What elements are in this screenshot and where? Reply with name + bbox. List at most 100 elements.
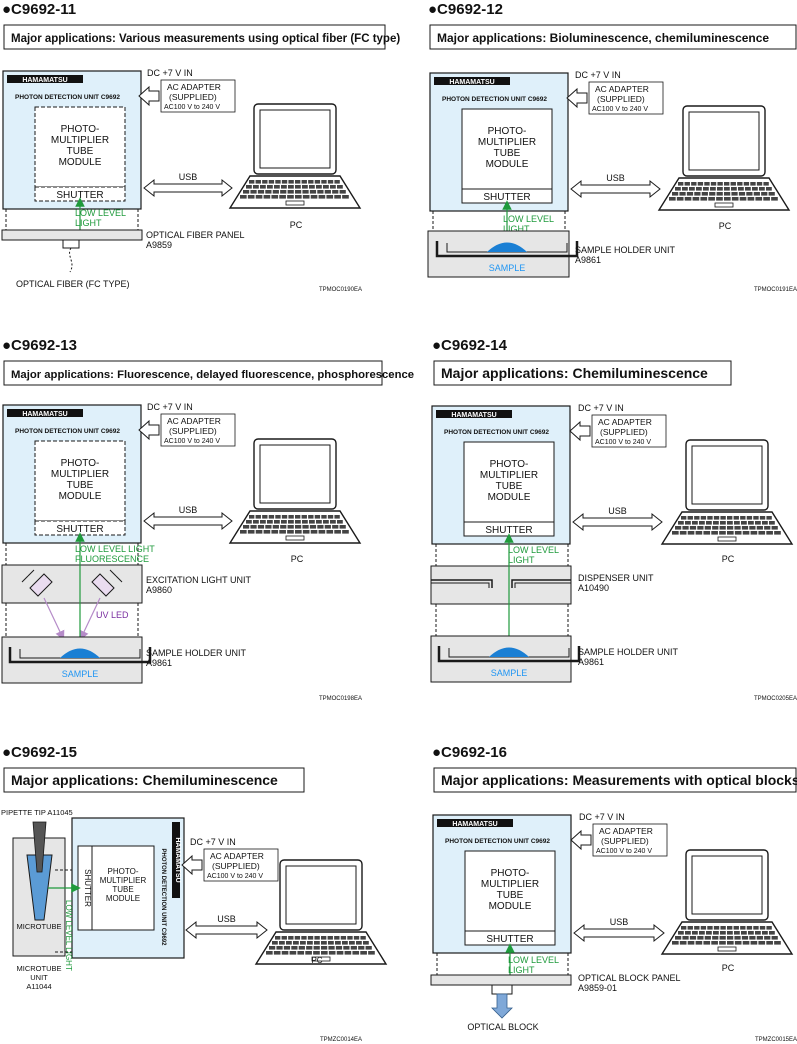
dispenser-channel-left-inner bbox=[431, 582, 490, 588]
laptop-key bbox=[273, 951, 281, 955]
laptop-key bbox=[703, 187, 709, 191]
laptop-key bbox=[739, 197, 747, 201]
figure-code: TPMZC0015EA bbox=[755, 1037, 797, 1043]
laptop-key bbox=[272, 190, 279, 194]
laptop-key bbox=[349, 941, 355, 945]
laptop-key bbox=[752, 187, 758, 191]
sample-holder-label: SAMPLE HOLDER UNIT bbox=[578, 647, 679, 657]
ac-adapter-box bbox=[591, 414, 667, 448]
dispenser-channel-left bbox=[431, 579, 493, 588]
laptop-key bbox=[771, 526, 778, 530]
ac-adapter-label: (SUPPLIED) bbox=[600, 427, 648, 437]
laptop-key bbox=[759, 926, 766, 930]
laptop-key bbox=[260, 185, 266, 189]
ac-adapter-label: AC100 V to 240 V bbox=[596, 848, 652, 855]
light-label: LOW LEVEL bbox=[508, 545, 559, 555]
laptop-key bbox=[720, 521, 726, 525]
pc-label: PC bbox=[291, 554, 304, 564]
laptop-key bbox=[310, 530, 318, 534]
optical-block-panel bbox=[430, 974, 572, 986]
ac-adapter-box bbox=[160, 79, 236, 113]
pmt-module-label: PHOTO- bbox=[61, 124, 100, 135]
laptop-key bbox=[268, 180, 275, 184]
usb-cable-arrow bbox=[573, 923, 665, 943]
laptop-key bbox=[266, 951, 273, 955]
laptop-key bbox=[679, 531, 687, 535]
light-label: LOW LEVEL bbox=[503, 214, 554, 224]
laptop-key bbox=[336, 951, 344, 955]
laptop-key bbox=[724, 182, 730, 186]
laptop-key bbox=[279, 530, 286, 534]
figure-code: TPMOC0191EA bbox=[754, 287, 797, 293]
laptop-key bbox=[308, 515, 314, 519]
usb-label: USB bbox=[217, 914, 236, 924]
laptop-key bbox=[678, 182, 684, 186]
laptop-key bbox=[755, 931, 761, 935]
light-label: LIGHT bbox=[508, 965, 535, 975]
sample-dome bbox=[489, 647, 529, 657]
applications-label: Major applications: Chemiluminescence bbox=[11, 772, 278, 788]
laptop-key bbox=[758, 531, 766, 535]
laptop-key bbox=[719, 941, 726, 945]
laptop-key bbox=[321, 515, 327, 519]
laptop-key bbox=[768, 192, 775, 196]
dc-arrow bbox=[138, 419, 160, 441]
laptop-key bbox=[685, 931, 691, 935]
ac-adapter-label: (SUPPLIED) bbox=[169, 92, 217, 102]
laptop-key bbox=[314, 180, 321, 184]
laptop-key bbox=[272, 525, 279, 529]
laptop-key bbox=[766, 516, 772, 520]
sample-dome bbox=[487, 242, 527, 252]
laptop-key bbox=[687, 531, 695, 535]
pmt-module-label: PHOTO- bbox=[488, 126, 527, 137]
laptop-key bbox=[327, 180, 334, 184]
sample-label: SAMPLE bbox=[489, 263, 526, 273]
light-label: LOW LEVEL bbox=[75, 208, 126, 218]
ac-adapter-label: AC ADAPTER bbox=[599, 826, 653, 836]
usb-cable-arrow bbox=[570, 179, 661, 199]
usb-cable-arrow bbox=[185, 920, 268, 940]
laptop-key bbox=[741, 936, 749, 940]
laptop-key bbox=[289, 951, 297, 955]
led-lead bbox=[115, 575, 123, 583]
laptop-key bbox=[720, 516, 726, 520]
laptop-key bbox=[309, 185, 315, 189]
laptop-key bbox=[255, 180, 261, 184]
laptop-key bbox=[748, 931, 754, 935]
laptop-key bbox=[272, 941, 278, 945]
laptop-key bbox=[741, 931, 747, 935]
laptop-key bbox=[334, 530, 341, 534]
applications-label: Major applications: Various measurements… bbox=[11, 33, 400, 45]
laptop-key bbox=[759, 187, 765, 191]
laptop-key bbox=[343, 946, 350, 950]
laptop-key bbox=[318, 195, 326, 199]
laptop-key bbox=[687, 941, 695, 945]
laptop-key bbox=[694, 516, 700, 520]
laptop-key bbox=[262, 515, 268, 519]
laptop-key bbox=[759, 516, 766, 520]
laptop-key bbox=[310, 195, 318, 199]
laptop-key bbox=[323, 520, 329, 524]
optical-fiber-panel-label: OPTICAL FIBER PANEL bbox=[146, 230, 245, 240]
laptop-key bbox=[295, 180, 301, 184]
laptop-key bbox=[742, 531, 750, 535]
laptop-key bbox=[300, 941, 306, 945]
laptop-key bbox=[334, 515, 340, 519]
laptop-key bbox=[313, 946, 320, 950]
laptop-key bbox=[321, 941, 327, 945]
pmt-module-label: TUBE bbox=[496, 481, 523, 492]
usb-label: USB bbox=[610, 917, 629, 927]
hamamatsu-logo bbox=[172, 822, 180, 898]
laptop-key bbox=[243, 525, 250, 529]
pc-label: PC bbox=[719, 221, 732, 231]
figure-code: TPMZC0014EA bbox=[320, 1037, 362, 1043]
uv-led-right bbox=[91, 573, 115, 597]
pmt-module bbox=[34, 106, 126, 188]
laptop-key bbox=[719, 531, 726, 535]
laptop-key bbox=[275, 515, 281, 519]
laptop-key bbox=[711, 531, 718, 535]
laptop-key bbox=[695, 531, 703, 535]
laptop-key bbox=[706, 931, 712, 935]
laptop-key bbox=[764, 936, 771, 940]
